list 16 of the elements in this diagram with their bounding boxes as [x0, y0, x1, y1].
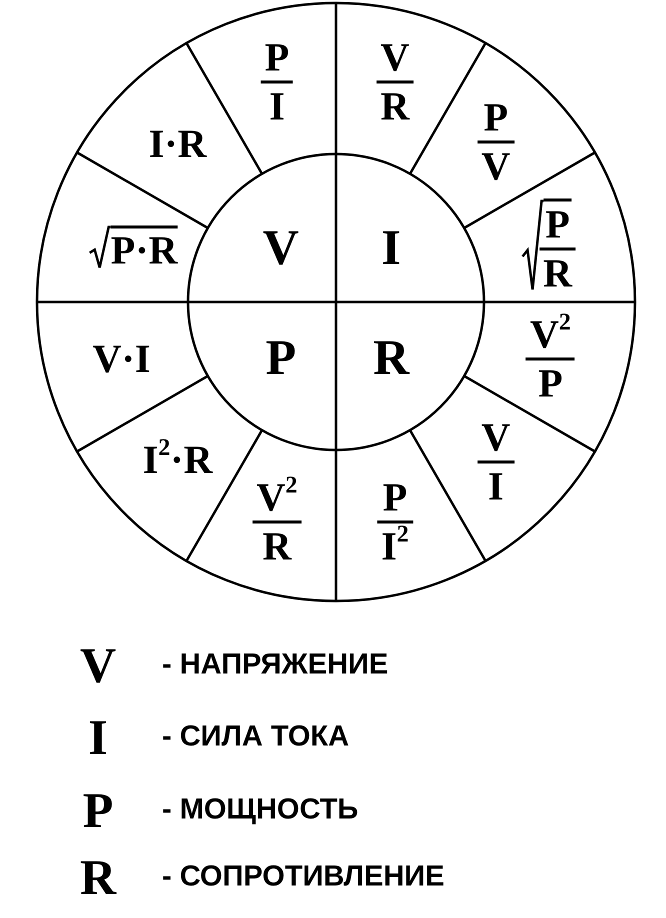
formula: I·R [148, 124, 206, 164]
quantity-symbol: P [82, 785, 114, 835]
quantity-description: - СОПРОТИВЛЕНИЕ [162, 860, 444, 894]
quantity-symbol: I [381, 222, 401, 272]
quantity-symbol: V [80, 640, 116, 690]
quantity-symbol: R [80, 852, 116, 902]
formula: V·I [92, 339, 150, 380]
quantity-description: - НАПРЯЖЕНИЕ [162, 648, 388, 682]
quantity-symbol: I [88, 712, 108, 762]
quantity-description: - МОЩНОСТЬ [162, 794, 358, 826]
quantity-symbol: P [266, 332, 296, 382]
formula: I$^{2}$·R [142, 440, 212, 480]
quantity-symbol: V [262, 222, 299, 272]
quantity-symbol: R [373, 332, 410, 382]
quantity-description: - СИЛА ТОКА [162, 720, 350, 754]
formula: P·R [88, 225, 178, 270]
